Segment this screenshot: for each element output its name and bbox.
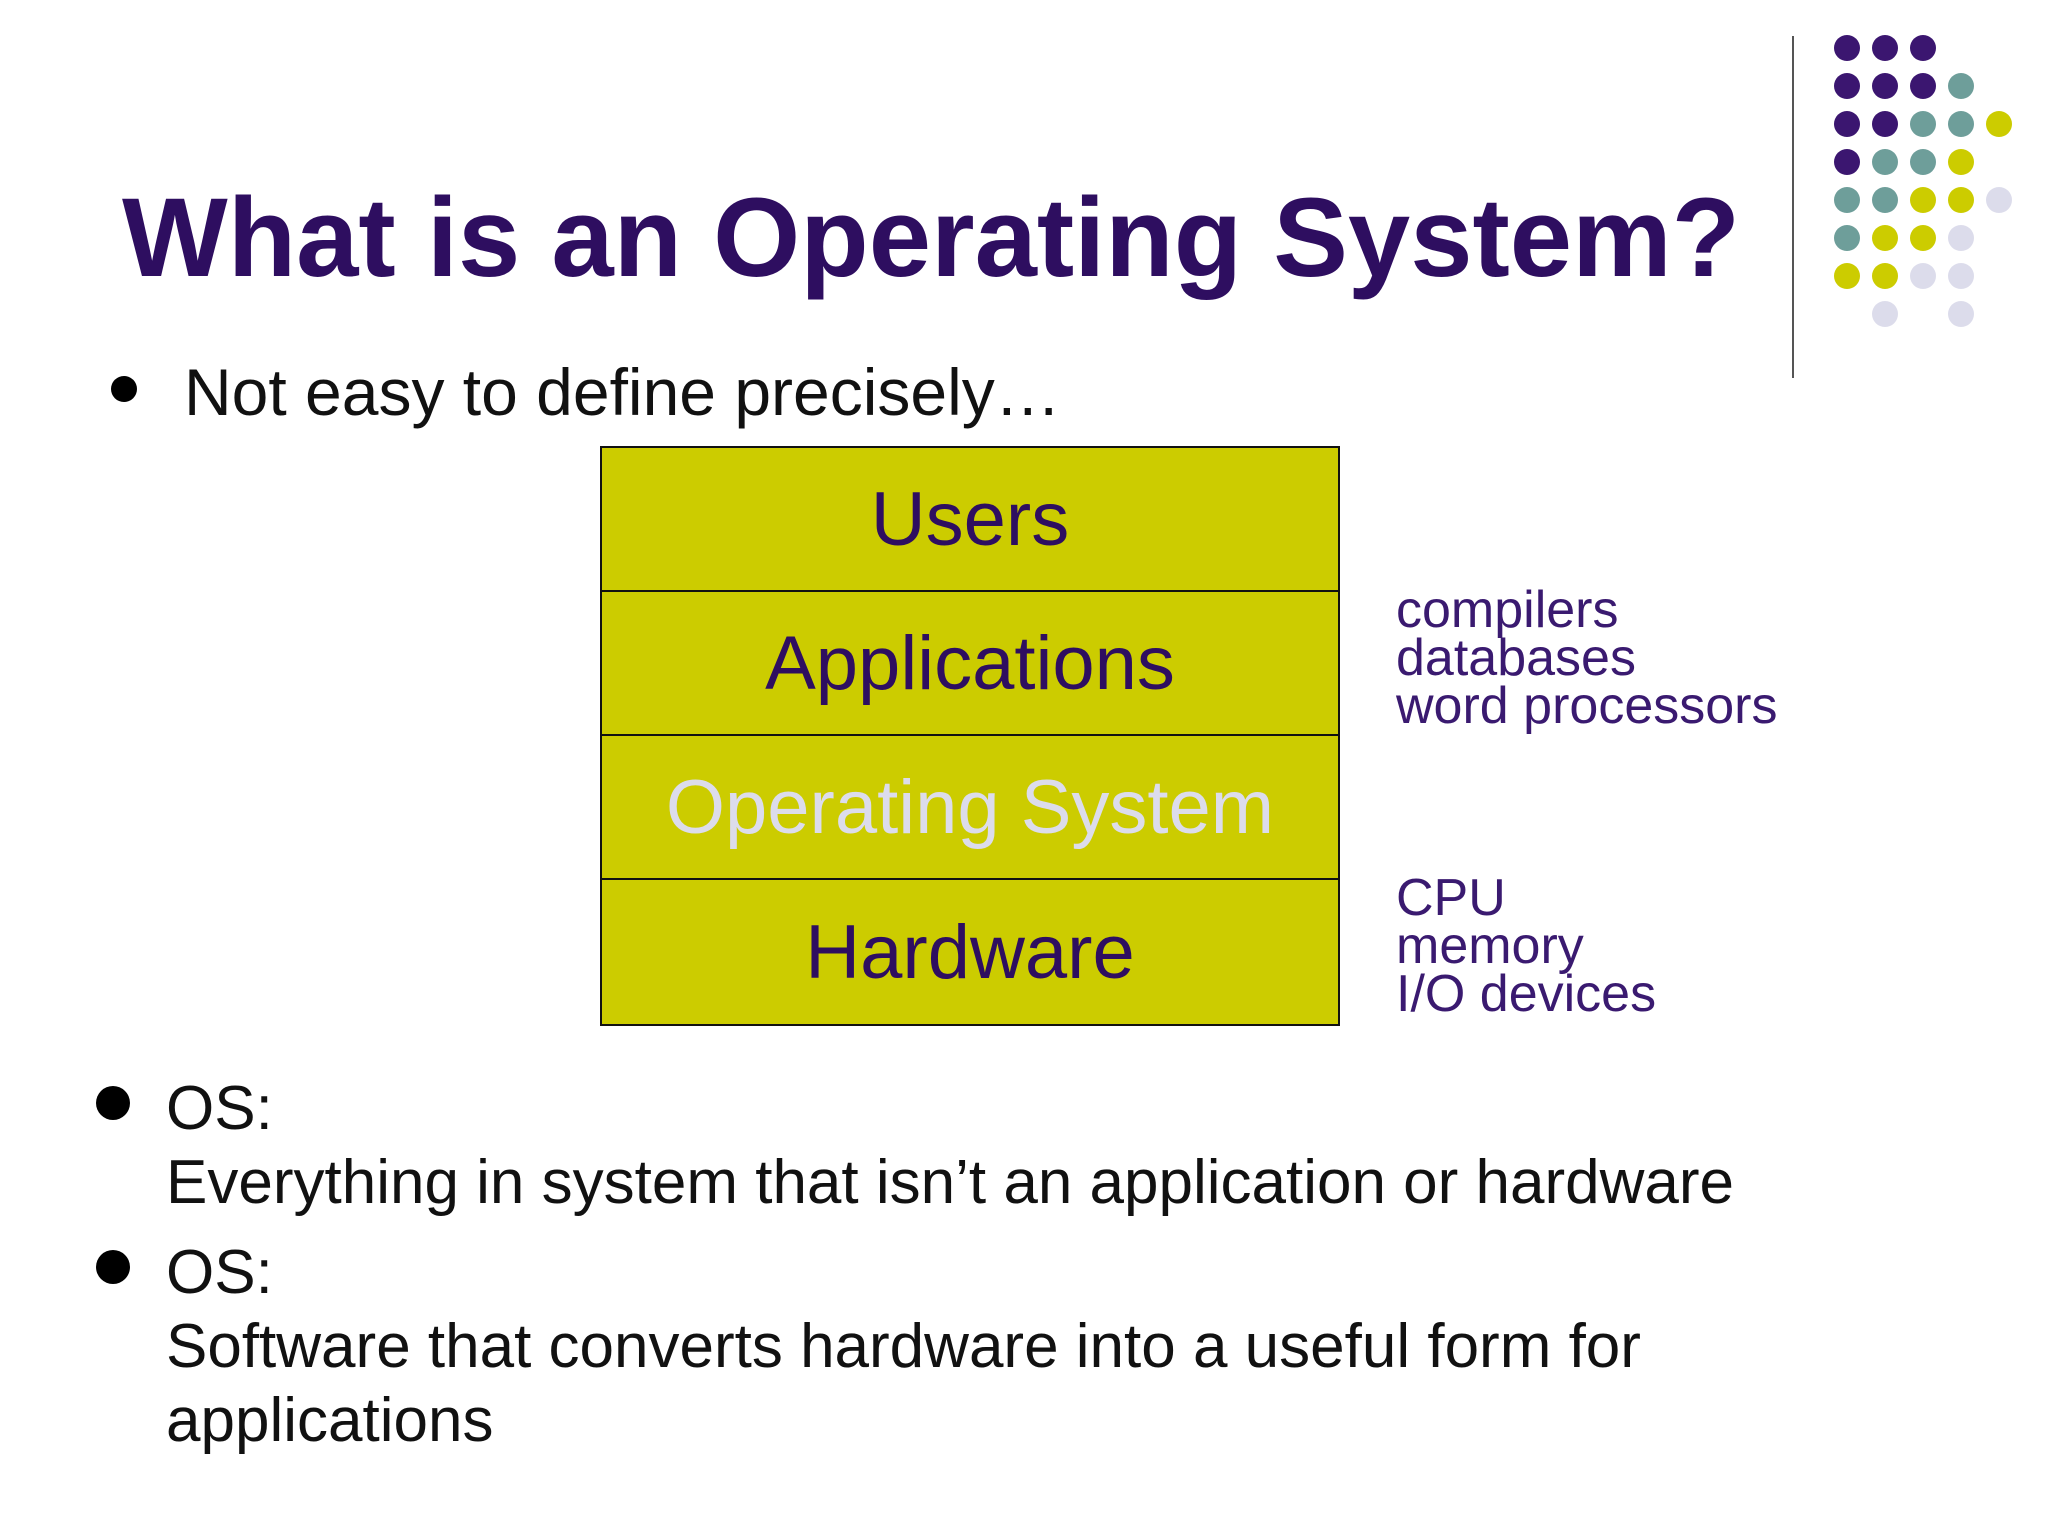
deco-dot: [1834, 149, 1860, 175]
deco-dot: [1948, 73, 1974, 99]
bullet-3-line-2: Software that converts hardware into a u…: [166, 1312, 1641, 1381]
deco-dot: [1910, 35, 1936, 61]
side-note-item: databases: [1396, 629, 1636, 687]
applications-examples: compilers databases word processors: [1396, 581, 1778, 735]
layer-stack-diagram: Users Applications Operating System Hard…: [600, 446, 1340, 1026]
deco-dot: [1834, 225, 1860, 251]
deco-dot: [1872, 187, 1898, 213]
bullet-2-line-2: Everything in system that isn’t an appli…: [166, 1148, 1735, 1217]
deco-dot: [1948, 111, 1974, 137]
bullet-2-line-1: OS:: [166, 1074, 273, 1143]
deco-dot: [1834, 111, 1860, 137]
deco-dot: [1986, 111, 2012, 137]
deco-dot: [1872, 301, 1898, 327]
deco-dot: [1834, 263, 1860, 289]
deco-dot: [1948, 263, 1974, 289]
deco-dot: [1872, 225, 1898, 251]
bullet-3-line-1: OS:: [166, 1238, 273, 1307]
deco-dot: [1948, 301, 1974, 327]
bullet-marker: [96, 1086, 130, 1120]
deco-dot: [1910, 149, 1936, 175]
hardware-examples: CPU memory I/O devices: [1396, 869, 1657, 1023]
deco-dot: [1834, 187, 1860, 213]
deco-dot: [1872, 111, 1898, 137]
deco-dot: [1872, 149, 1898, 175]
deco-dot: [1986, 187, 2012, 213]
side-note-item: CPU: [1396, 869, 1506, 927]
side-note-item: memory: [1396, 917, 1584, 975]
bullet-1-text: Not easy to define precisely…: [184, 355, 1061, 429]
layer-users: Users: [602, 448, 1338, 592]
layer-operating-system: Operating System: [602, 736, 1338, 880]
deco-dot: [1948, 149, 1974, 175]
side-note-item: word processors: [1396, 677, 1778, 735]
deco-dot: [1872, 73, 1898, 99]
layer-applications: Applications: [602, 592, 1338, 736]
deco-dot: [1872, 263, 1898, 289]
bullet-marker: [96, 1250, 130, 1284]
deco-dot: [1834, 73, 1860, 99]
deco-dot: [1834, 35, 1860, 61]
deco-dot: [1910, 111, 1936, 137]
deco-dot: [1910, 263, 1936, 289]
deco-dot: [1910, 225, 1936, 251]
side-note-item: compilers: [1396, 581, 1619, 639]
bullet-marker: [111, 376, 137, 402]
deco-dot: [1948, 187, 1974, 213]
bullet-3-line-3: applications: [166, 1386, 494, 1455]
title-divider-line: [1792, 36, 1794, 378]
slide-title: What is an Operating System?: [122, 175, 1741, 300]
side-note-item: I/O devices: [1396, 965, 1657, 1023]
deco-dot: [1872, 35, 1898, 61]
deco-dot: [1910, 187, 1936, 213]
deco-dot: [1910, 73, 1936, 99]
deco-dot: [1948, 225, 1974, 251]
layer-hardware: Hardware: [805, 909, 1135, 995]
